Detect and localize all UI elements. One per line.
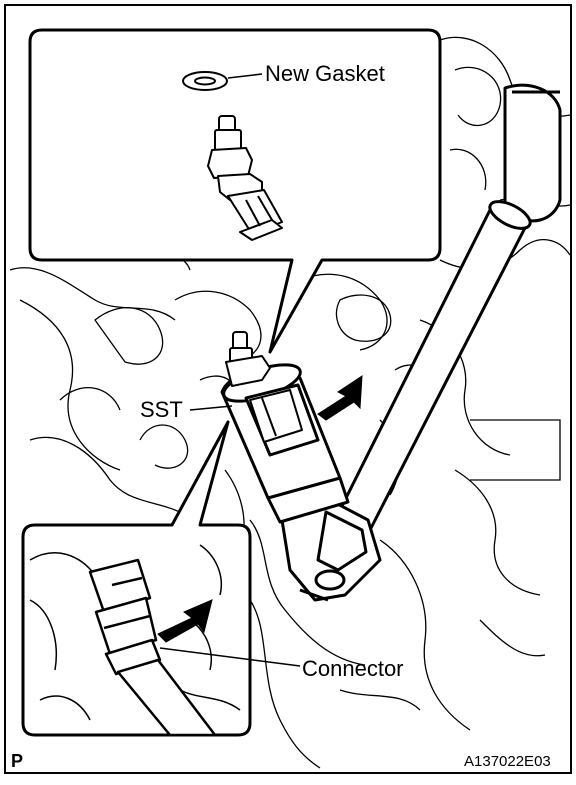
- sensor-main: [225, 331, 303, 443]
- connector-leader-line: [159, 647, 301, 667]
- figure-border: [4, 4, 572, 774]
- connector-label: Connector: [302, 656, 404, 681]
- arrow-connector: [157, 599, 213, 643]
- sst-leader-line: [189, 405, 233, 411]
- wrench-handle: [336, 83, 562, 532]
- page-mark: P: [11, 751, 24, 771]
- sst-label: SST: [140, 397, 183, 422]
- sensor-inset: [207, 115, 283, 241]
- new-gasket-label: New Gasket: [265, 61, 385, 86]
- wrench-head: [280, 498, 382, 602]
- figure-id: A137022E03: [464, 753, 551, 770]
- connector-assembly: [88, 558, 217, 737]
- gasket-ring: [182, 71, 228, 91]
- arrow-sst: [317, 375, 363, 421]
- gasket-leader-line: [227, 73, 263, 79]
